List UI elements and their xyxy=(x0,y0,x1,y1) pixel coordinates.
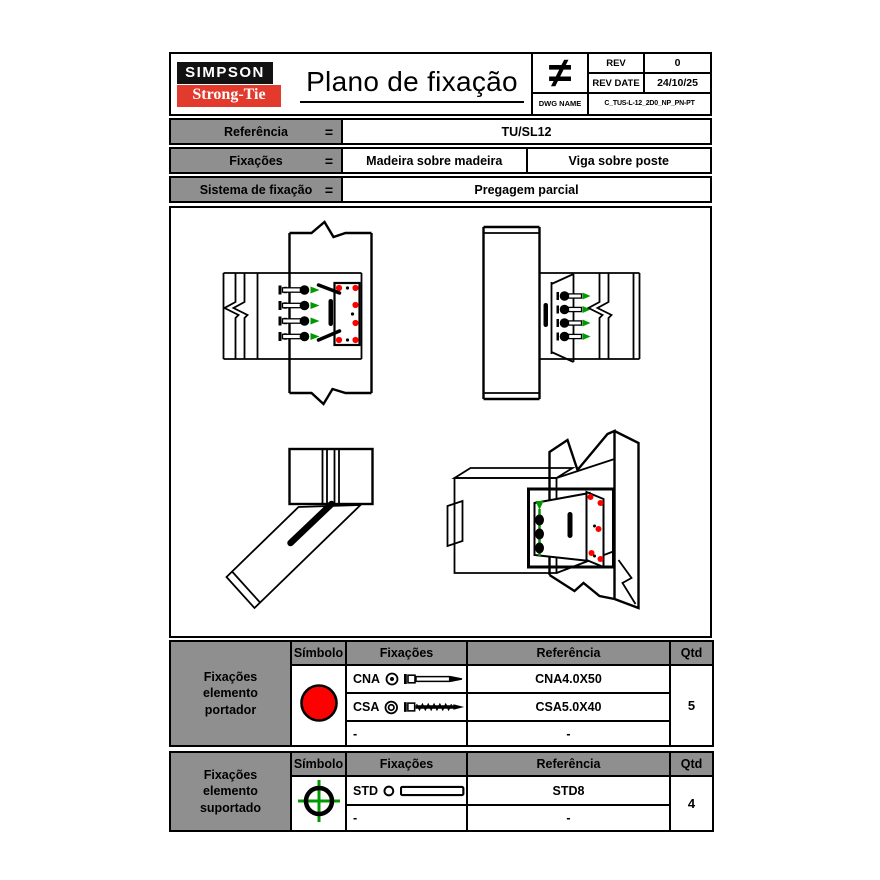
simpson-strongtie-logo: SIMPSON Strong-Tie xyxy=(171,54,293,114)
wood-screw-icon xyxy=(403,702,465,712)
dwg-name-value: C_TUS-L-12_2D0_NP_PN-PT xyxy=(587,91,710,114)
circle-symbol-icon xyxy=(383,785,395,796)
page-title: Plano de fixação xyxy=(300,66,524,103)
title-block: SIMPSON Strong-Tie Plano de fixação ≠ RE… xyxy=(169,52,712,116)
isometric-view-drawing xyxy=(446,429,640,610)
fixing-code-std: STD xyxy=(353,783,378,798)
fixings-header-2: Fixações xyxy=(345,751,468,777)
fixings-header: Fixações xyxy=(345,640,468,666)
annular-ring-nail-icon xyxy=(404,674,463,684)
rev-date-label: REV DATE xyxy=(587,72,645,94)
reference-label-cell: Referência = xyxy=(171,120,343,143)
fixings-row: Fixações = Madeira sobre madeira Viga so… xyxy=(169,147,712,174)
plan-view-drawing xyxy=(225,447,374,610)
drawing-sheet: SIMPSON Strong-Tie Plano de fixação ≠ RE… xyxy=(169,52,714,832)
reference-row: Referência = TU/SL12 xyxy=(169,118,712,145)
equals-sign: = xyxy=(324,181,333,198)
carrier-group-label: Fixações elemento portador xyxy=(169,640,292,747)
rev-label: REV xyxy=(587,54,645,75)
supported-symbol-cell xyxy=(290,775,347,832)
side-view-drawing xyxy=(482,225,641,401)
reference-label: Referência xyxy=(224,124,288,139)
carrier-qty: 5 xyxy=(669,664,714,747)
reference-std: STD8 xyxy=(466,774,671,807)
fixing-cell-csa: CSA xyxy=(345,692,468,722)
fixings-value-1: Madeira sobre madeira xyxy=(366,153,503,168)
reference-value: TU/SL12 xyxy=(501,124,552,139)
fixings-value-2: Viga sobre poste xyxy=(525,149,711,172)
reference-header-2: Referência xyxy=(466,751,671,777)
front-screws xyxy=(278,285,320,342)
qty-header-2: Qtd xyxy=(669,751,714,777)
fixing-system-value: Pregagem parcial xyxy=(474,182,579,197)
qty-header: Qtd xyxy=(669,640,714,666)
smooth-dowel-icon xyxy=(399,785,465,796)
fixing-system-label: Sistema de fixação xyxy=(199,182,313,197)
carrier-symbol-cell xyxy=(290,664,347,747)
double-ring-symbol-icon xyxy=(384,700,399,714)
logo-strongtie-text: Strong-Tie xyxy=(177,84,281,107)
not-equal-icon: ≠ xyxy=(531,52,589,94)
carrier-fixings-table: Fixações elemento portador Símbolo Fixaç… xyxy=(169,640,714,747)
fixing-cell-cna: CNA xyxy=(345,664,468,694)
technical-drawing xyxy=(222,220,641,610)
dwg-name-label: DWG NAME xyxy=(531,91,589,114)
fixing-code-cna: CNA xyxy=(353,672,381,686)
symbol-header-2: Símbolo xyxy=(290,751,347,777)
supported-group-label: Fixações elemento suportado xyxy=(169,751,292,832)
logo-simpson-text: SIMPSON xyxy=(177,61,273,84)
supported-fixings-table: Fixações elemento suportado Símbolo Fixa… xyxy=(169,751,714,832)
fixing-system-label-cell: Sistema de fixação = xyxy=(171,178,343,201)
reference-cna: CNA4.0X50 xyxy=(466,664,671,694)
fixing-code-csa: CSA xyxy=(353,700,380,714)
equals-sign: = xyxy=(324,152,333,169)
reference-empty-2: - xyxy=(466,804,671,832)
fixing-cell-empty-2: - xyxy=(345,804,468,832)
reference-header: Referência xyxy=(466,640,671,666)
fixing-cell-std: STD xyxy=(345,774,468,807)
supported-qty: 4 xyxy=(669,775,714,832)
reference-empty: - xyxy=(466,720,671,747)
ring-dot-symbol-icon xyxy=(385,672,399,686)
fixing-system-row: Sistema de fixação = Pregagem parcial xyxy=(169,176,712,203)
fixing-cell-empty: - xyxy=(345,720,468,747)
reference-csa: CSA5.0X40 xyxy=(466,692,671,722)
red-circle-icon xyxy=(299,684,338,722)
front-view-drawing xyxy=(222,220,373,406)
fixing-code-empty-2: - xyxy=(353,811,358,826)
green-crosshair-circle-icon xyxy=(297,780,340,822)
symbol-header: Símbolo xyxy=(290,640,347,666)
rev-value: 0 xyxy=(643,54,710,75)
rev-date-value: 24/10/25 xyxy=(643,72,710,94)
drawing-area xyxy=(169,206,712,638)
fixings-label: Fixações xyxy=(229,153,283,168)
side-screws xyxy=(556,291,591,342)
fixing-code-empty: - xyxy=(353,726,358,741)
revision-block: ≠ REV 0 REV DATE 24/10/25 DWG NAME C_TUS… xyxy=(531,52,710,114)
fixings-label-cell: Fixações = xyxy=(171,149,343,172)
equals-sign: = xyxy=(324,123,333,140)
